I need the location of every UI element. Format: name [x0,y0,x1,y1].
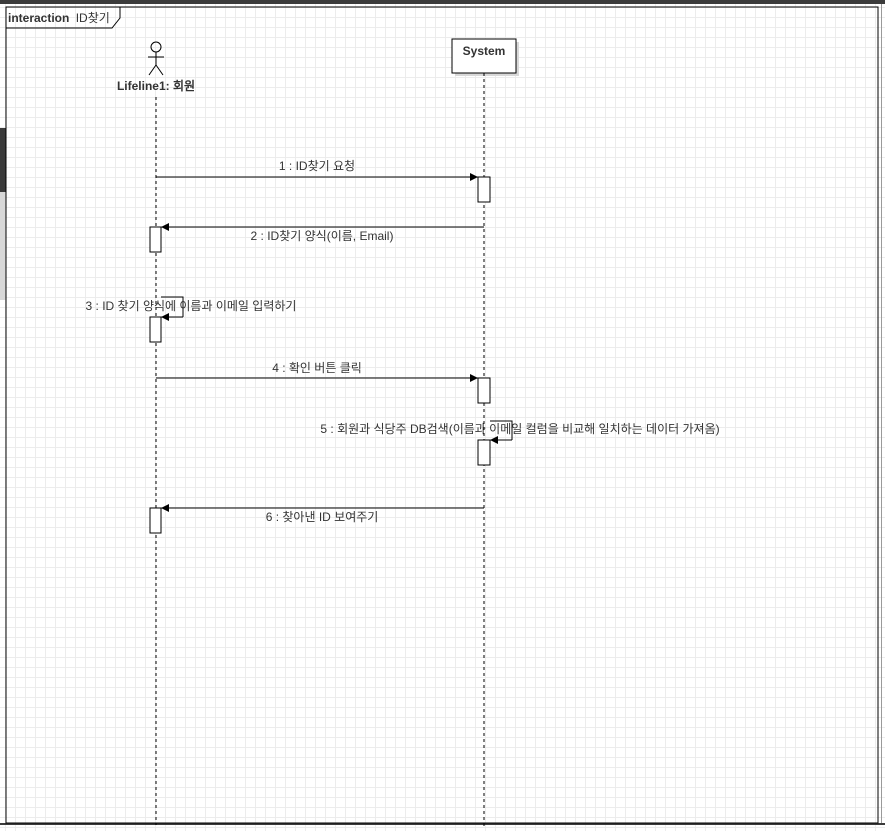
message-3-loop [161,296,184,317]
frame-name: ID찾기 [76,11,110,25]
left-panel-edge-light [0,192,6,300]
lifeline-system[interactable]: System [451,38,519,828]
activation-member-6[interactable] [149,507,162,534]
message-6-label: 6 : 찾아낸 ID 보여주기 [266,510,379,524]
message-5[interactable]: 5 : 회원과 식당주 DB검색(이름과 이메일 컬럼을 비교해 일치하는 데이… [320,420,720,444]
message-3-label: 3 : ID 찾기 양식에 이름과 이메일 입력하기 [86,299,297,313]
activation-system-4[interactable] [477,377,491,404]
lifeline-member-label: Lifeline1: 회원 [117,78,195,93]
lifeline-member[interactable]: Lifeline1: 회원 [117,41,195,825]
message-1[interactable]: 1 : ID찾기 요청 [156,159,478,181]
message-2-label: 2 : ID찾기 양식(이름, Email) [251,229,394,243]
lifeline-system-label: System [463,44,506,58]
message-3[interactable]: 3 : ID 찾기 양식에 이름과 이메일 입력하기 [86,296,297,321]
activation-member-2[interactable] [149,226,162,253]
activation-system-5[interactable] [477,439,491,466]
message-4-label: 4 : 확인 버튼 클릭 [272,361,362,375]
interaction-frame[interactable]: interaction ID찾기 [5,6,879,824]
message-5-label: 5 : 회원과 식당주 DB검색(이름과 이메일 컬럼을 비교해 일치하는 데이… [320,422,719,436]
frame-keyword: interaction [8,11,69,25]
message-6[interactable]: 6 : 찾아낸 ID 보여주기 [161,504,484,524]
actor-icon [148,41,164,76]
svg-text:interaction ID찾기: interaction ID찾기 [8,11,110,25]
activation-system-1[interactable] [477,176,491,203]
message-2[interactable]: 2 : ID찾기 양식(이름, Email) [161,223,484,243]
message-1-label: 1 : ID찾기 요청 [279,159,355,173]
left-panel-edge [0,128,6,192]
canvas-right-edge [881,4,882,824]
activation-member-3[interactable] [149,316,162,343]
message-5-loop [490,420,513,440]
canvas-bottom-border [0,823,885,825]
message-4[interactable]: 4 : 확인 버튼 클릭 [156,361,478,382]
top-window-border [0,0,885,4]
